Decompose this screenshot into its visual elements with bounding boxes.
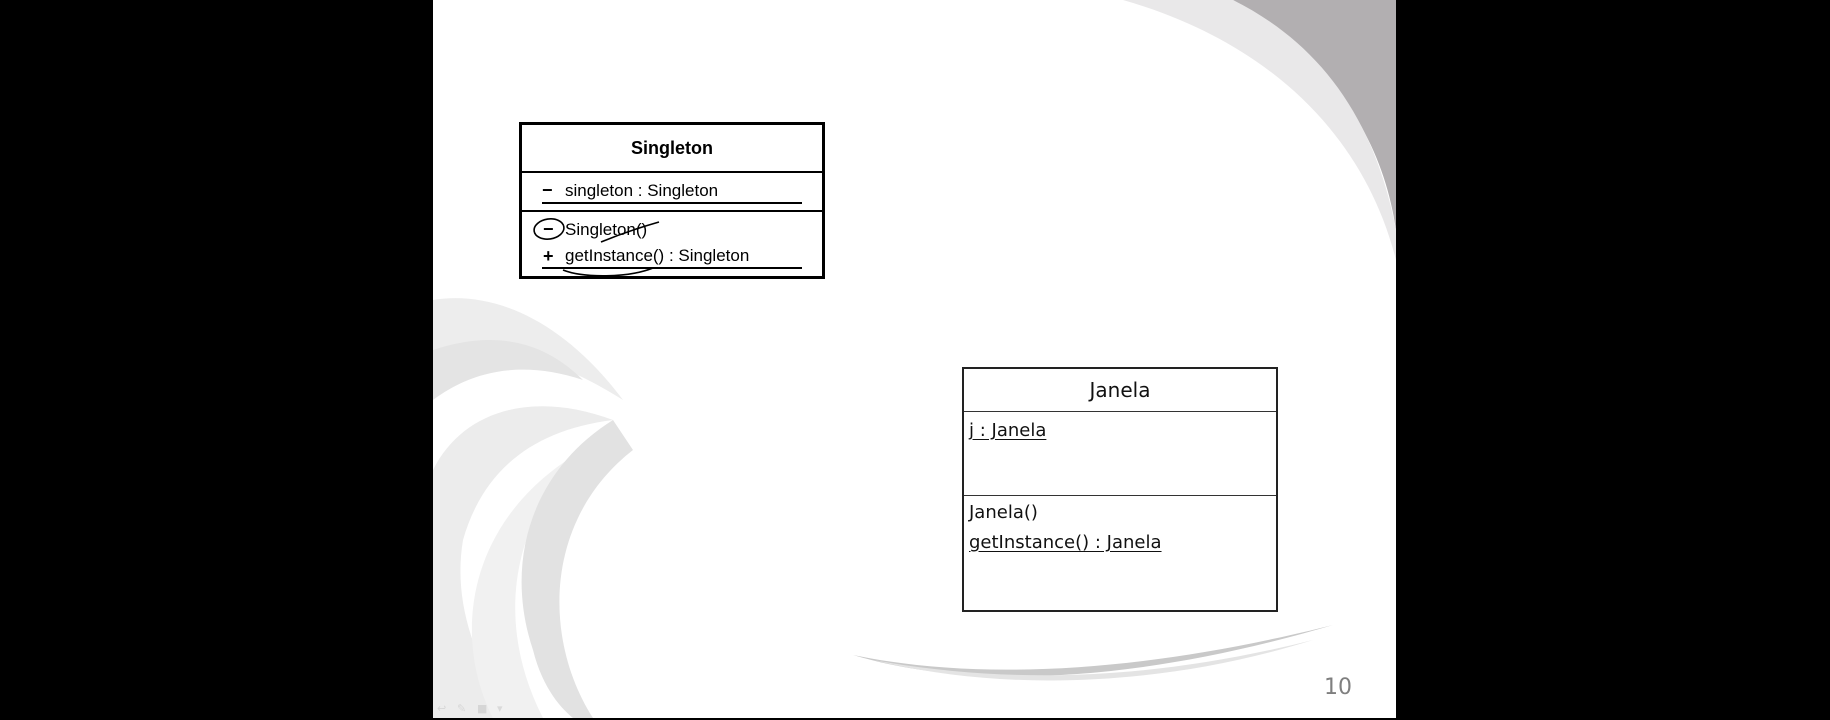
slides-icon[interactable]: ■ bbox=[477, 702, 488, 715]
janela-constructor: Janela() bbox=[969, 502, 1038, 523]
pen-icon[interactable]: ✎ bbox=[457, 702, 467, 715]
back-arrow-icon[interactable]: ↩ bbox=[437, 702, 447, 715]
singleton-constructor: Singleton() bbox=[565, 220, 648, 239]
private-visibility-marker: − bbox=[542, 180, 553, 200]
slide-background bbox=[433, 0, 1396, 718]
slide-page-number: 10 bbox=[1324, 675, 1352, 700]
singleton-operations-compartment: − Singleton() + getInstance() : Singleto… bbox=[522, 212, 822, 276]
static-underline bbox=[542, 267, 802, 269]
janela-attributes-compartment: j : Janela bbox=[964, 412, 1276, 496]
janela-class-name: Janela bbox=[964, 369, 1276, 412]
menu-icon[interactable]: ▾ bbox=[497, 702, 503, 715]
singleton-attributes-compartment: − singleton : Singleton bbox=[522, 173, 822, 212]
static-underline bbox=[542, 202, 802, 204]
get-instance-operation: getInstance() : Singleton bbox=[565, 246, 750, 265]
private-visibility-marker: − bbox=[543, 219, 554, 239]
singleton-class-name: Singleton bbox=[522, 125, 822, 173]
slideshow-toolbar: ↩ ✎ ■ ▾ bbox=[437, 702, 511, 715]
janela-get-instance-operation: getInstance() : Janela bbox=[969, 532, 1162, 553]
janela-static-attribute: j : Janela bbox=[969, 420, 1047, 441]
singleton-class-box: Singleton − singleton : Singleton − Sing… bbox=[519, 122, 825, 279]
singleton-attribute: singleton : Singleton bbox=[565, 181, 719, 200]
janela-class-box: Janela j : Janela Janela() getInstance()… bbox=[962, 367, 1278, 612]
slide: Singleton − singleton : Singleton − Sing… bbox=[433, 0, 1396, 718]
public-visibility-marker: + bbox=[543, 246, 554, 266]
